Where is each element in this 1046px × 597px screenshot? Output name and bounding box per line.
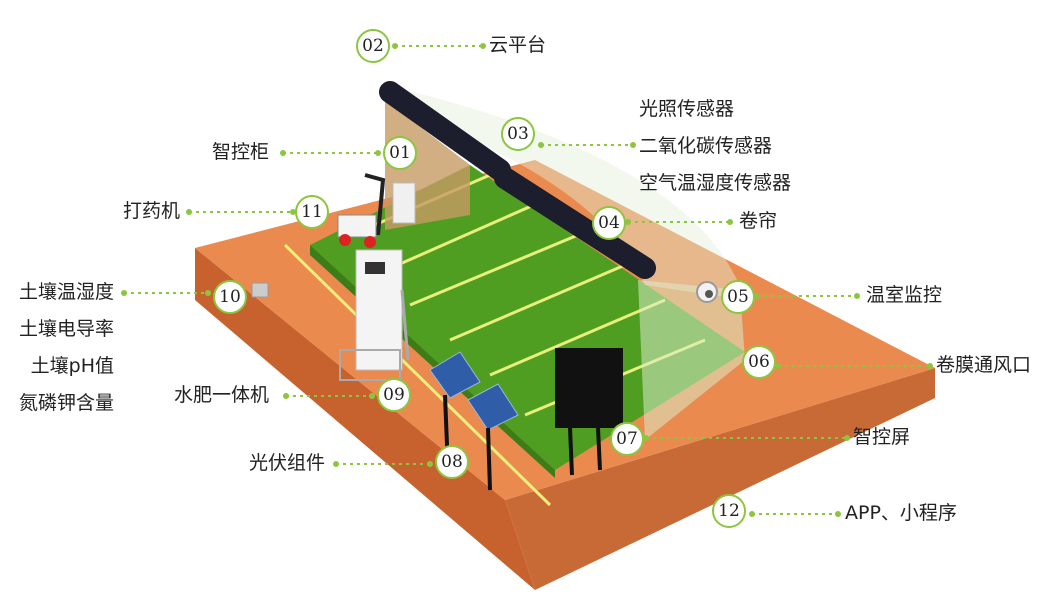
label-air-temp-humidity-sensor: 空气温湿度传感器 — [639, 172, 792, 194]
label-group-sensors: 光照传感器 二氧化碳传感器 空气温湿度传感器 — [639, 91, 791, 202]
label-smart-cabinet: 智控柜 — [212, 141, 270, 163]
roller-pipe-lower — [494, 167, 656, 279]
marker-03: 03 — [501, 117, 535, 151]
base-plate-side — [195, 248, 535, 590]
yellow-path-left — [283, 243, 552, 507]
greenhouse-roof — [385, 85, 745, 300]
marker-05: 05 — [721, 280, 755, 314]
spraying-machine — [337, 173, 386, 248]
label-group-soil: 土壤温湿度 土壤电导率 土壤pH值 氮磷钾含量 — [10, 274, 114, 422]
label-solar-module: 光伏组件 — [249, 452, 326, 474]
label-roller-blind: 卷帘 — [739, 210, 778, 232]
label-vent: 卷膜通风口 — [936, 354, 1032, 376]
label-npk: 氮磷钾含量 — [18, 392, 114, 414]
leader-dots — [121, 43, 933, 517]
greenhouse-end-wall — [638, 280, 745, 440]
base-plate-front — [505, 368, 935, 590]
label-co2-sensor: 二氧化碳传感器 — [639, 135, 773, 157]
marker-09: 09 — [377, 378, 411, 412]
label-soil-temp-humidity: 土壤温湿度 — [18, 281, 114, 303]
roller-pipe-upper — [379, 81, 511, 181]
soil-sensor — [251, 282, 269, 298]
label-water-fertilizer: 水肥一体机 — [174, 384, 270, 406]
marker-02: 02 — [356, 29, 390, 63]
label-soil-ph: 土壤pH值 — [30, 355, 114, 377]
label-cloud-platform: 云平台 — [489, 34, 547, 56]
smart-screen — [555, 348, 623, 476]
marker-10: 10 — [213, 280, 247, 314]
label-greenhouse-monitor: 温室监控 — [866, 284, 943, 306]
label-light-sensor: 光照传感器 — [639, 98, 735, 120]
label-sprayer: 打药机 — [123, 200, 181, 222]
marker-12: 12 — [712, 494, 746, 528]
marker-04: 04 — [592, 206, 626, 240]
label-app: APP、小程序 — [845, 502, 957, 524]
marker-08: 08 — [435, 445, 469, 479]
label-soil-conductivity: 土壤电导率 — [18, 318, 114, 340]
leader-lines — [124, 45, 930, 515]
marker-01: 01 — [383, 136, 417, 170]
water-fertilizer-machine — [339, 249, 410, 381]
field-bed — [310, 165, 745, 470]
label-smart-screen: 智控屏 — [853, 426, 911, 448]
marker-11: 11 — [295, 195, 329, 229]
control-cabinet — [392, 182, 416, 224]
marker-07: 07 — [610, 422, 644, 456]
marker-06: 06 — [742, 345, 776, 379]
